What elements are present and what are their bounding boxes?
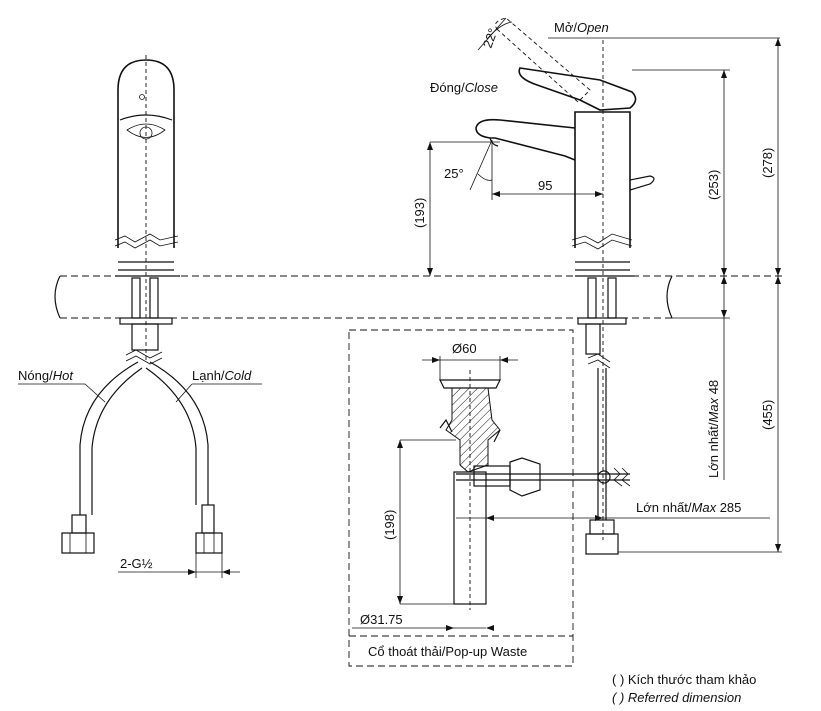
cold-label-group: Lạnh/Cold <box>175 368 262 403</box>
waste-label: Cổ thoát thải/Pop-up Waste <box>368 644 527 659</box>
angle-22: 22° <box>477 17 513 51</box>
faucet-front-view <box>114 55 179 365</box>
hot-label: Nóng/Hot <box>18 368 74 383</box>
height-278-dimension: (278) <box>760 38 781 276</box>
dim-455-label: (455) <box>760 400 775 430</box>
dia-3175-label: Ø31.75 <box>360 612 403 627</box>
dia-60-dimension: Ø60 <box>422 341 518 380</box>
countertop <box>54 275 785 319</box>
max-285-dimension: Lớn nhất/Max 285 <box>456 500 770 521</box>
close-label: Đóng/Close <box>430 80 498 95</box>
dim-198-label: (198) <box>382 510 397 540</box>
max-48-dimension: Lớn nhất/Max 48 <box>672 276 730 480</box>
height-193-dimension: (193) <box>412 141 500 276</box>
dia-3175-dimension: Ø31.75 <box>352 612 494 631</box>
max-48-label: Lớn nhất/Max 48 <box>706 380 721 478</box>
thread-dimension: 2-G½ <box>118 553 240 578</box>
supply-hoses <box>61 361 223 554</box>
legend-line-2: ( ) Referred dimension <box>612 690 741 705</box>
faucet-side-view <box>475 17 655 555</box>
dim-193-label: (193) <box>412 198 427 228</box>
reference-legend: ( ) Kích thước tham khảo ( ) Referred di… <box>612 672 756 705</box>
thread-label: 2-G½ <box>120 556 153 571</box>
height-198-dimension: (198) <box>382 439 456 605</box>
open-label: Mở/Open <box>554 20 609 35</box>
reach-95-label: 95 <box>538 178 552 193</box>
depth-455-dimension: (455) <box>618 276 782 553</box>
cold-label: Lạnh/Cold <box>192 368 252 383</box>
hot-label-group: Nóng/Hot <box>18 368 106 403</box>
height-253-dimension: (253) <box>706 70 727 276</box>
angle-22-label: 22° <box>480 26 501 50</box>
spout-reach-dimension: 25° 95 <box>444 139 603 200</box>
dia-60-label: Ø60 <box>452 341 477 356</box>
dim-253-label: (253) <box>706 170 721 200</box>
legend-line-1: ( ) Kích thước tham khảo <box>612 672 756 687</box>
pop-up-waste-box: Cổ thoát thải/Pop-up Waste <box>348 329 574 667</box>
dim-278-label: (278) <box>760 148 775 178</box>
waste-assembly <box>439 370 631 610</box>
max-285-label: Lớn nhất/Max 285 <box>636 500 741 515</box>
angle-25-label: 25° <box>444 166 464 181</box>
